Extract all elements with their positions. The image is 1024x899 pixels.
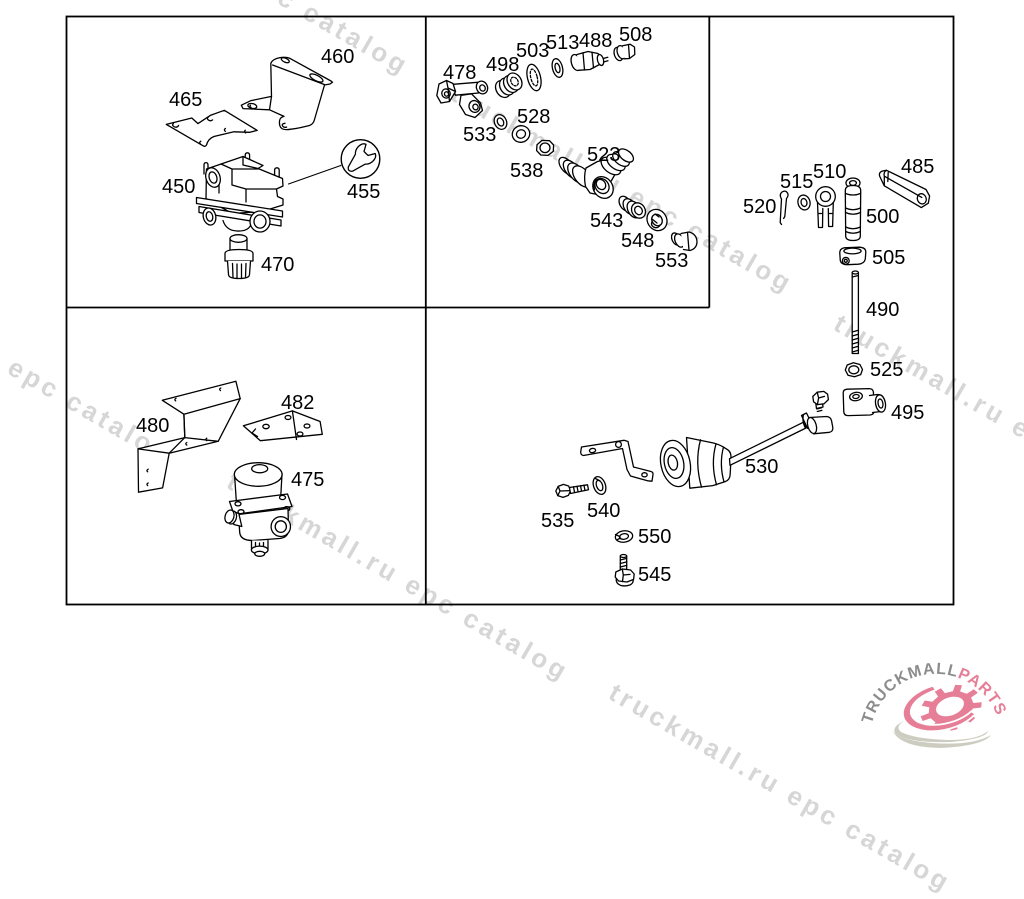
- svg-text:535: 535: [541, 510, 574, 532]
- svg-text:450: 450: [162, 176, 195, 198]
- svg-text:530: 530: [745, 456, 778, 478]
- svg-text:460: 460: [321, 46, 354, 68]
- svg-text:495: 495: [891, 402, 924, 424]
- svg-text:500: 500: [866, 206, 899, 228]
- svg-text:540: 540: [587, 500, 620, 522]
- svg-text:543: 543: [590, 210, 623, 232]
- svg-text:498: 498: [486, 54, 519, 76]
- svg-text:503: 503: [516, 40, 549, 62]
- svg-text:470: 470: [261, 254, 294, 276]
- svg-text:475: 475: [291, 469, 324, 491]
- svg-text:455: 455: [347, 181, 380, 203]
- svg-text:465: 465: [169, 89, 202, 111]
- svg-text:528: 528: [517, 106, 550, 128]
- svg-text:550: 550: [638, 526, 671, 548]
- svg-text:510: 510: [813, 161, 846, 183]
- svg-text:478: 478: [443, 62, 476, 84]
- svg-text:485: 485: [901, 156, 934, 178]
- svg-text:488: 488: [579, 30, 612, 52]
- svg-text:538: 538: [510, 160, 543, 182]
- svg-text:480: 480: [136, 415, 169, 437]
- svg-text:545: 545: [638, 564, 671, 586]
- svg-text:505: 505: [872, 247, 905, 269]
- svg-text:533: 533: [463, 124, 496, 146]
- svg-text:513: 513: [546, 32, 579, 54]
- svg-text:520: 520: [743, 196, 776, 218]
- svg-text:490: 490: [866, 299, 899, 321]
- svg-text:525: 525: [870, 359, 903, 381]
- svg-text:523: 523: [587, 144, 620, 166]
- svg-text:553: 553: [655, 250, 688, 272]
- svg-text:508: 508: [619, 24, 652, 46]
- svg-text:548: 548: [621, 230, 654, 252]
- svg-text:515: 515: [780, 171, 813, 193]
- svg-text:482: 482: [281, 392, 314, 414]
